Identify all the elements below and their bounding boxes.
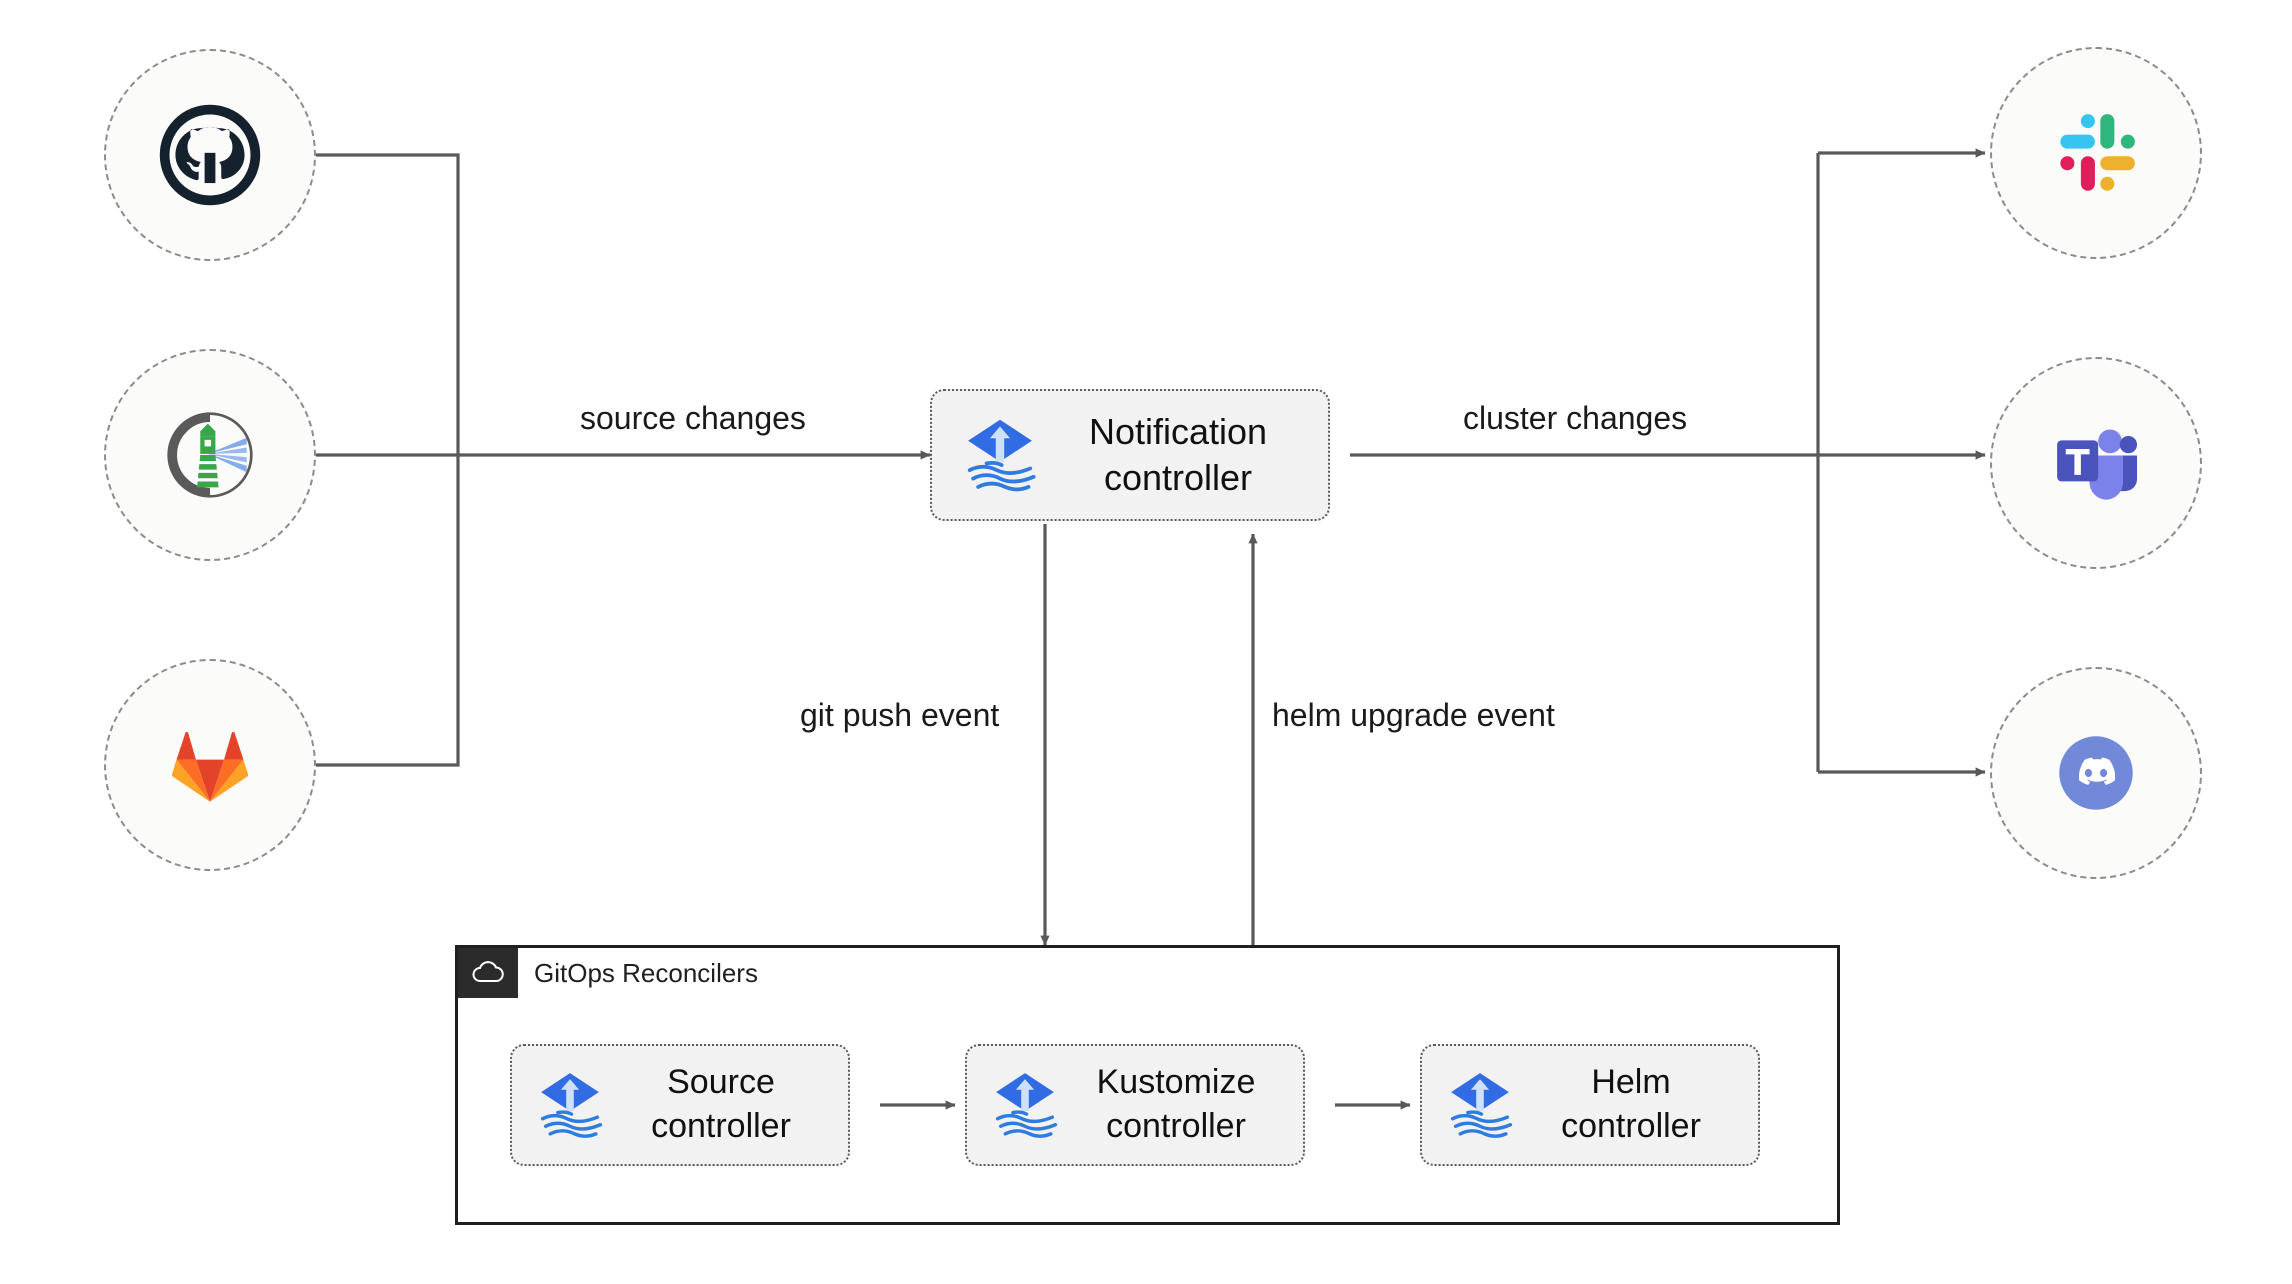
flux-icon: [540, 1073, 603, 1138]
source-node-harbor[interactable]: [104, 349, 316, 561]
edge-github-trunk: [316, 153, 460, 455]
destination-node-teams[interactable]: [1990, 357, 2202, 569]
edge-label-helm-upgrade-event: helm upgrade event: [1272, 697, 1555, 733]
discord-icon: [2059, 736, 2133, 810]
controller-label-kustomize: Kustomize controller: [1096, 1063, 1256, 1145]
edge-label-git-push-event: git push event: [800, 697, 1000, 733]
edge-label-source-changes: source changes: [580, 400, 806, 436]
group-header: GitOps Reconcilers: [458, 948, 758, 998]
gitlab-icon: [171, 732, 249, 802]
controller-node-kustomize[interactable]: Kustomize controller: [965, 1044, 1305, 1166]
notification-controller-node[interactable]: Notification controller: [930, 389, 1330, 521]
edge-label-cluster-changes: cluster changes: [1463, 400, 1688, 436]
destination-node-discord[interactable]: [1990, 667, 2202, 879]
microsoft-teams-icon: [2057, 429, 2138, 500]
flux-icon: [1450, 1073, 1513, 1138]
slack-icon: [2060, 114, 2135, 191]
controller-node-helm[interactable]: Helm controller: [1420, 1044, 1760, 1166]
flux-icon: [995, 1073, 1058, 1138]
group-badge: [458, 948, 518, 998]
controller-label-helm: Helm controller: [1561, 1063, 1701, 1145]
github-icon: [159, 104, 261, 206]
cloud-icon: [472, 961, 504, 982]
controller-label-source: Source controller: [651, 1063, 791, 1145]
destination-node-slack[interactable]: [1990, 47, 2202, 259]
source-node-github[interactable]: [104, 49, 316, 261]
harbor-icon: [167, 412, 253, 498]
gitops-reconcilers-group: GitOps Reconcilers: [455, 945, 1840, 1225]
edge-gitlab-trunk: [316, 455, 460, 767]
notification-controller-label: Notification controller: [1088, 410, 1268, 498]
flux-icon: [967, 419, 1036, 492]
source-node-gitlab[interactable]: [104, 659, 316, 871]
controller-node-source[interactable]: Source controller: [510, 1044, 850, 1166]
group-title: GitOps Reconcilers: [534, 957, 758, 988]
